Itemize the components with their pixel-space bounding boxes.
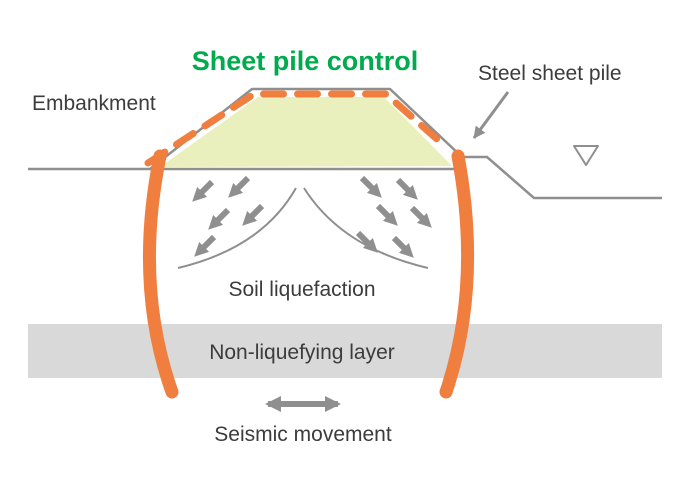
flow-arrow-icon	[237, 201, 267, 231]
flow-arrow-icon	[353, 228, 383, 258]
ground-line-right	[455, 155, 662, 200]
flow-arrow-icon	[373, 201, 403, 231]
non-liquefying-layer-band	[28, 324, 662, 378]
sheet-pile-control-dashed-line	[144, 90, 450, 167]
flow-arrow-icon	[187, 177, 217, 207]
embankment-outline	[149, 87, 463, 170]
flow-curve-right	[303, 187, 429, 269]
embankment-fill	[160, 97, 452, 167]
non-liquefying-layer-label: Non-liquefying layer	[209, 341, 395, 364]
down-left-diagonal-arrows-icon	[187, 173, 267, 262]
soil-liquefaction-label: Soil liquefaction	[228, 278, 375, 301]
seismic-movement-label: Seismic movement	[214, 423, 392, 446]
down-right-diagonal-arrows-icon	[353, 173, 437, 263]
flow-arrow-icon	[223, 173, 253, 203]
flow-arrow-icon	[407, 203, 437, 233]
steel-sheet-pile-label: Steel sheet pile	[478, 62, 622, 85]
down-left-pointer-arrow-icon	[472, 91, 510, 139]
embankment-label: Embankment	[32, 92, 156, 115]
diagram-title: Sheet pile control	[192, 46, 419, 76]
steel-sheet-pile-right	[439, 149, 475, 399]
flow-curve-left	[177, 187, 297, 269]
steel-sheet-pile-left	[143, 149, 179, 399]
flow-arrow-icon	[203, 205, 233, 235]
water-level-icon	[573, 145, 599, 166]
flow-arrow-icon	[393, 175, 423, 205]
flow-arrow-icon	[357, 173, 387, 203]
